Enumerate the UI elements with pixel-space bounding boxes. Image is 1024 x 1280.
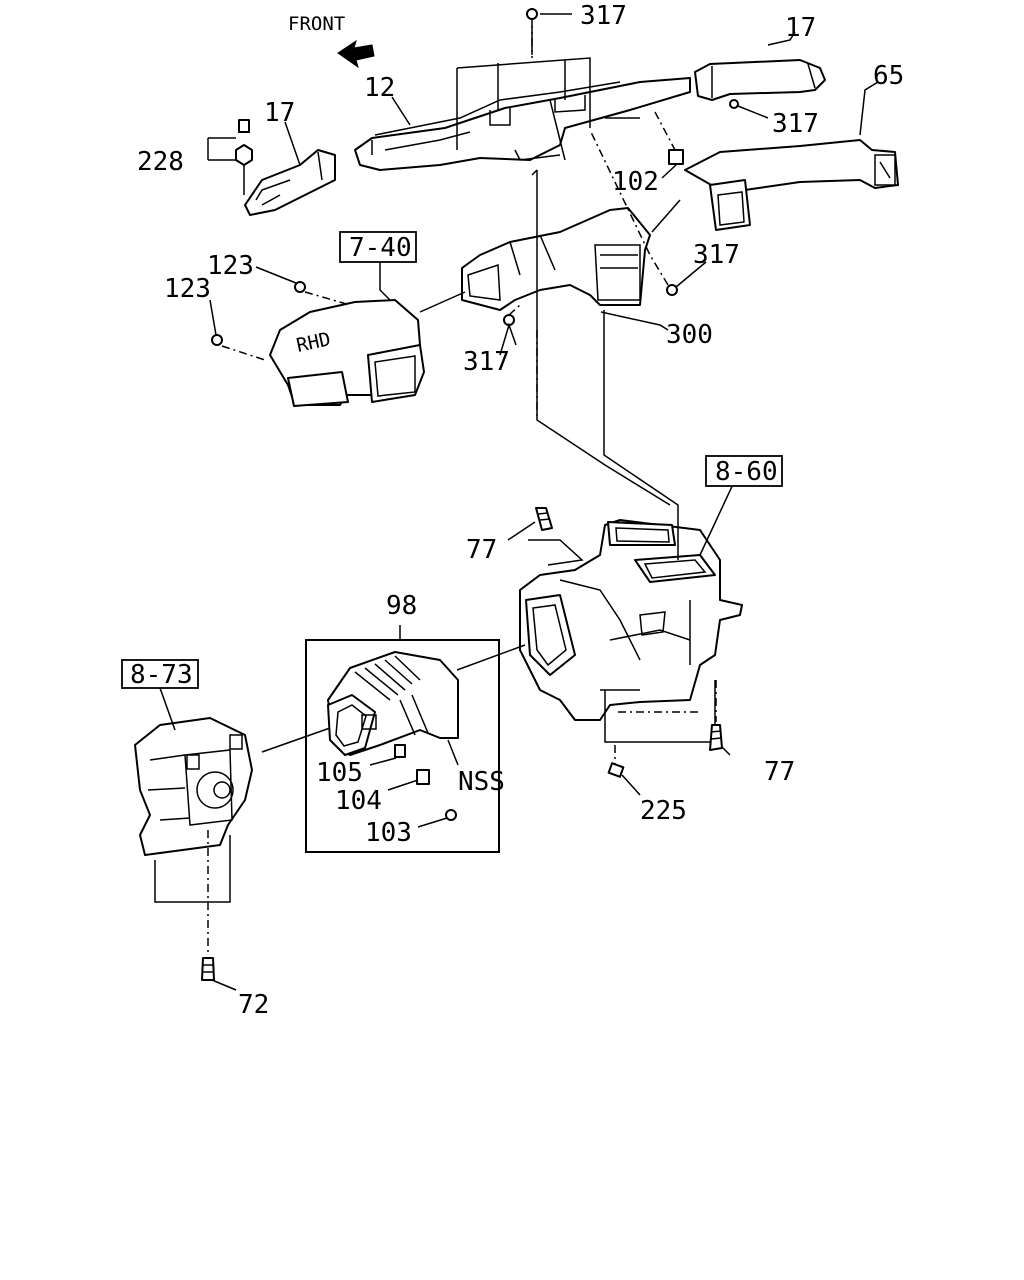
callout-72: 72: [238, 990, 269, 1020]
screw-103-part: [445, 809, 457, 821]
callout-123-lower: 123: [164, 274, 211, 304]
callout-12: 12: [364, 73, 395, 103]
callout-17-left: 17: [264, 98, 295, 128]
screw-77-upper-part: [535, 507, 553, 531]
callout-nss: NSS: [458, 767, 505, 797]
callout-77-right: 77: [764, 757, 795, 787]
callout-317-right: 317: [772, 109, 819, 139]
ref-8-60-text: 8-60: [715, 457, 778, 487]
callout-105: 105: [316, 758, 363, 788]
ref-box-7-40[interactable]: 7-40: [339, 231, 417, 263]
clip-104-part: [416, 769, 430, 785]
callout-300: 300: [666, 320, 713, 350]
ref-7-40-text: 7-40: [349, 233, 412, 263]
callout-104: 104: [335, 786, 382, 816]
kit-98-box: [305, 639, 500, 853]
side-duct-65-part: [684, 139, 899, 231]
right-vent-17-part: [694, 59, 826, 101]
ref-8-73-text: 8-73: [130, 660, 193, 690]
lower-duct-300-part: [461, 207, 651, 311]
clip-228-part: [235, 119, 253, 166]
callout-98: 98: [386, 591, 417, 621]
bellows-nss-part: [327, 651, 459, 756]
callout-102: 102: [612, 167, 659, 197]
front-label: FRONT: [288, 13, 345, 35]
callout-103: 103: [365, 818, 412, 848]
callout-317-low: 317: [463, 347, 510, 377]
screw-77-lower-part: [709, 724, 723, 751]
callout-228: 228: [137, 147, 184, 177]
callout-317-mid: 317: [693, 240, 740, 270]
screw-72-part: [201, 957, 215, 981]
callout-317-top: 317: [580, 1, 627, 31]
blower-unit-part: [134, 717, 253, 856]
ref-box-8-60[interactable]: 8-60: [705, 455, 783, 487]
center-duct-part: [354, 77, 691, 171]
callout-225: 225: [640, 796, 687, 826]
screw-123-parts: [211, 281, 306, 346]
clip-105-part: [394, 744, 406, 758]
callout-65: 65: [873, 61, 904, 91]
ref-box-8-73[interactable]: 8-73: [121, 659, 199, 690]
heater-unit-part: [519, 519, 743, 721]
rhd-duct-part: RHD: [269, 299, 425, 407]
callout-123-upper: 123: [207, 251, 254, 281]
left-vent-17-part: [244, 149, 336, 216]
callout-17-right: 17: [785, 13, 816, 43]
clip-102-part: [668, 149, 684, 165]
callout-77-left: 77: [466, 535, 497, 565]
screw-317-parts: [503, 8, 678, 326]
clip-225-part: [607, 762, 625, 778]
front-arrow-icon: [337, 39, 375, 69]
